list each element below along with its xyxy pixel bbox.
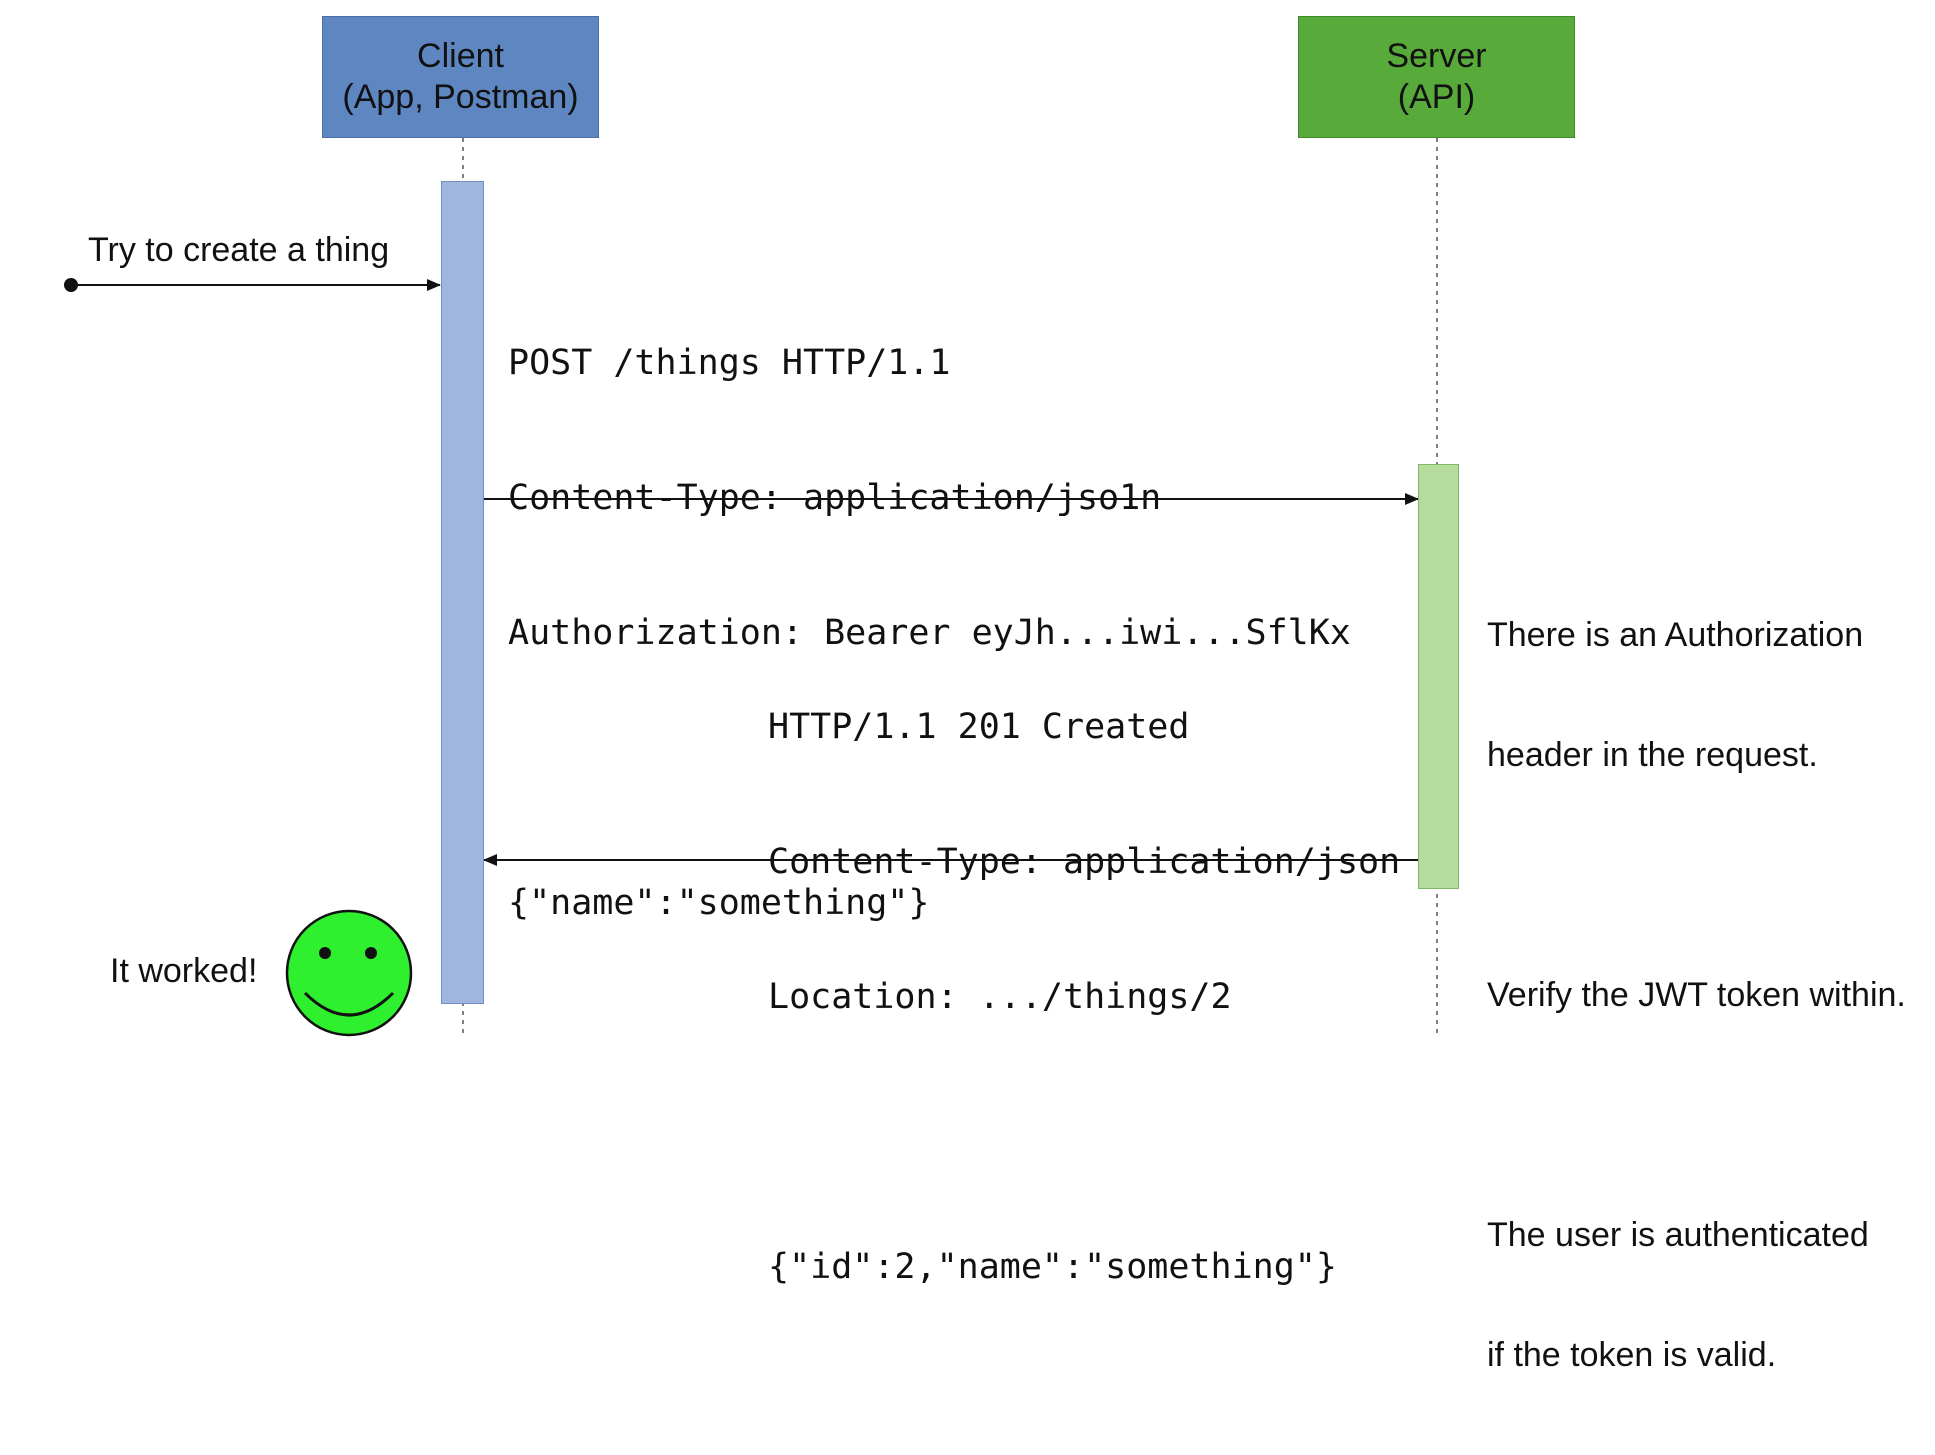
request-message-text: POST /things HTTP/1.1 Content-Type: appl… [508, 251, 1351, 1016]
response-line: HTTP/1.1 201 Created [768, 707, 1190, 747]
note-line: if the token is valid. [1487, 1336, 1777, 1374]
smiley-face-icon [285, 909, 413, 1037]
request-line: Content-Type: application/jso1n [508, 478, 1162, 518]
response-line: {"id":2,"name":"something"} [768, 1247, 1337, 1287]
note-line: Verify the JWT token within. [1487, 976, 1906, 1014]
note-line: header in the request. [1487, 736, 1818, 774]
diagram-lines [64, 138, 1438, 1037]
smiley-mouth [303, 991, 395, 1017]
response-message-text: HTTP/1.1 201 Created Content-Type: appli… [768, 615, 1400, 1380]
client-participant-box: Client (App, Postman) [322, 16, 599, 138]
server-title: Server [1386, 37, 1487, 75]
client-title: Client [417, 37, 504, 75]
server-subtitle: (API) [1397, 78, 1476, 116]
note-line [1487, 1095, 1906, 1135]
request-line: POST /things HTTP/1.1 [508, 343, 951, 383]
client-subtitle: (App, Postman) [342, 78, 579, 116]
server-participant-box: Server (API) [1298, 16, 1575, 138]
server-activation-bar [1418, 464, 1459, 889]
response-line [768, 1110, 1400, 1155]
response-line: Content-Type: application/json [768, 842, 1401, 882]
smiley-right-eye [365, 947, 377, 959]
client-activation-bar [441, 181, 484, 1004]
response-line: Location: .../things/2 [768, 977, 1232, 1017]
server-note: There is an Authorization header in the … [1487, 535, 1906, 1455]
smiley-left-eye [319, 947, 331, 959]
note-line [1487, 855, 1906, 895]
sequence-diagram: Client (App, Postman) Server (API) Try t… [64, 16, 1906, 1374]
start-message-label: Try to create a thing [88, 231, 390, 269]
note-line: There is an Authorization [1487, 616, 1864, 654]
request-line: Authorization: Bearer eyJh...iwi...SflKx [508, 613, 1351, 653]
request-line: {"name":"something"} [508, 883, 930, 923]
outcome-label: It worked! [110, 952, 258, 990]
note-line: The user is authenticated [1487, 1216, 1869, 1254]
